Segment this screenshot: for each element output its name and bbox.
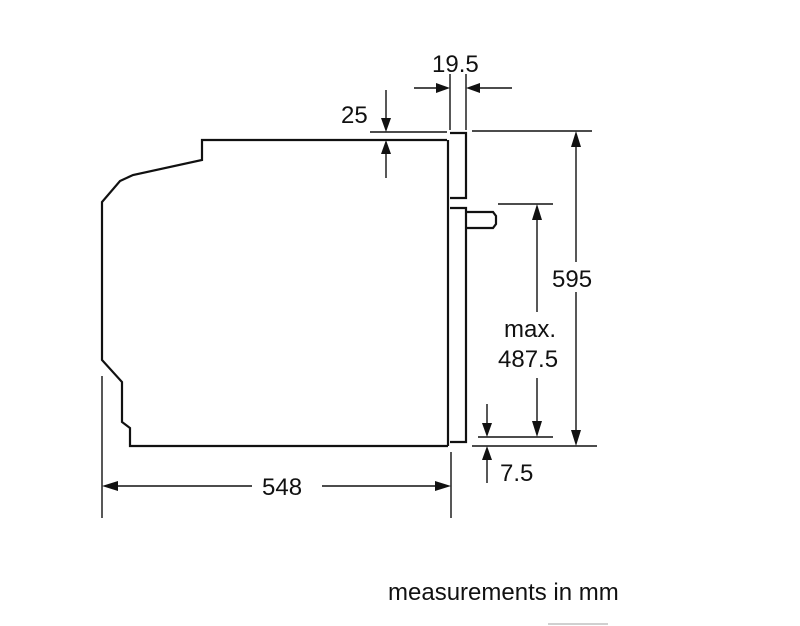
dim-7-5-arrow-up-head [482,446,492,460]
measurement-unit-note: measurements in mm [388,579,619,606]
dim-595-label-bg [552,262,600,292]
dim-487-arrow-bottom [532,421,542,437]
dim-595-arrow-bottom [571,430,581,446]
dim-595-arrow-top [571,131,581,147]
dim-25-arrow-down-head [381,118,391,132]
dim-bottom-offset-label: 7.5 [500,460,533,487]
dim-niche-height-line1: max. [504,316,556,343]
dim-548-arrow-right [435,481,451,491]
door-handle [466,210,498,230]
dim-front-panel-label: 19.5 [432,51,479,78]
oven-body-outline [100,138,448,448]
dim-top-step-label: 25 [341,102,368,129]
dim-487-arrow-top [532,204,542,220]
front-door-panel [450,131,468,444]
dim-total-height-label: 595 [552,266,592,293]
dim-19-5-arrow-left-head [436,83,450,93]
dim-depth-label: 548 [262,474,302,501]
dim-19-5-arrow-right-head [466,83,480,93]
dim-niche-height-line2: 487.5 [498,346,558,373]
dim-548-arrow-left [102,481,118,491]
dim-25-arrow-up-head [381,140,391,154]
dim-7-5-arrow-down-head [482,423,492,437]
